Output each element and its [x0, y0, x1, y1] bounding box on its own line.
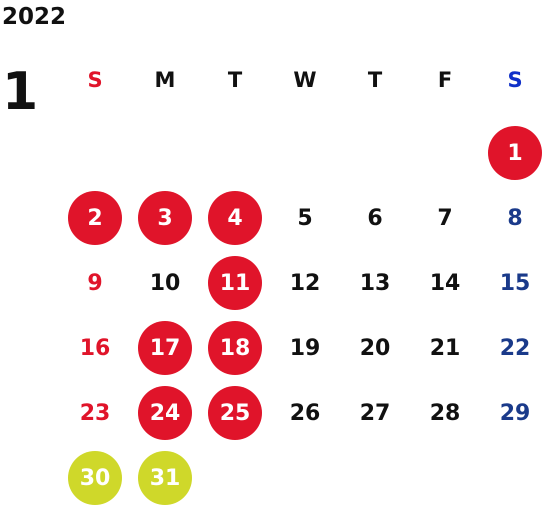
weekday-header: S	[87, 68, 103, 92]
calendar-month: 1	[2, 62, 39, 122]
calendar-day[interactable]: 15	[499, 270, 531, 296]
calendar-day[interactable]: 22	[499, 335, 531, 361]
calendar-day[interactable]: 24	[138, 386, 192, 440]
calendar-day[interactable]: 3	[138, 191, 192, 245]
calendar-day[interactable]: 14	[429, 270, 461, 296]
calendar-day[interactable]: 26	[289, 400, 321, 426]
calendar-day[interactable]: 23	[79, 400, 111, 426]
calendar-day[interactable]: 13	[359, 270, 391, 296]
calendar-day[interactable]: 19	[289, 335, 321, 361]
calendar-day[interactable]: 30	[68, 451, 122, 505]
weekday-header: T	[227, 68, 243, 92]
calendar-day[interactable]: 4	[208, 191, 262, 245]
weekday-header: F	[437, 68, 453, 92]
calendar-day[interactable]: 11	[208, 256, 262, 310]
calendar-day[interactable]: 27	[359, 400, 391, 426]
calendar-day[interactable]: 29	[499, 400, 531, 426]
calendar-day[interactable]: 9	[87, 270, 103, 296]
calendar-day[interactable]: 20	[359, 335, 391, 361]
calendar-day[interactable]: 17	[138, 321, 192, 375]
calendar-day[interactable]: 1	[488, 126, 542, 180]
calendar-day[interactable]: 18	[208, 321, 262, 375]
calendar-year: 2022	[2, 4, 67, 30]
calendar-day[interactable]: 28	[429, 400, 461, 426]
calendar-day[interactable]: 16	[79, 335, 111, 361]
calendar-day[interactable]: 31	[138, 451, 192, 505]
weekday-header: M	[154, 68, 176, 92]
calendar-day[interactable]: 12	[289, 270, 321, 296]
calendar-day[interactable]: 10	[149, 270, 181, 296]
weekday-header: W	[293, 68, 317, 92]
calendar-day[interactable]: 21	[429, 335, 461, 361]
calendar-day[interactable]: 5	[297, 205, 313, 231]
calendar-day[interactable]: 6	[367, 205, 383, 231]
weekday-header: T	[367, 68, 383, 92]
calendar-day[interactable]: 7	[437, 205, 453, 231]
calendar-day[interactable]: 8	[507, 205, 523, 231]
calendar-day[interactable]: 2	[68, 191, 122, 245]
calendar-day[interactable]: 25	[208, 386, 262, 440]
weekday-header: S	[507, 68, 523, 92]
